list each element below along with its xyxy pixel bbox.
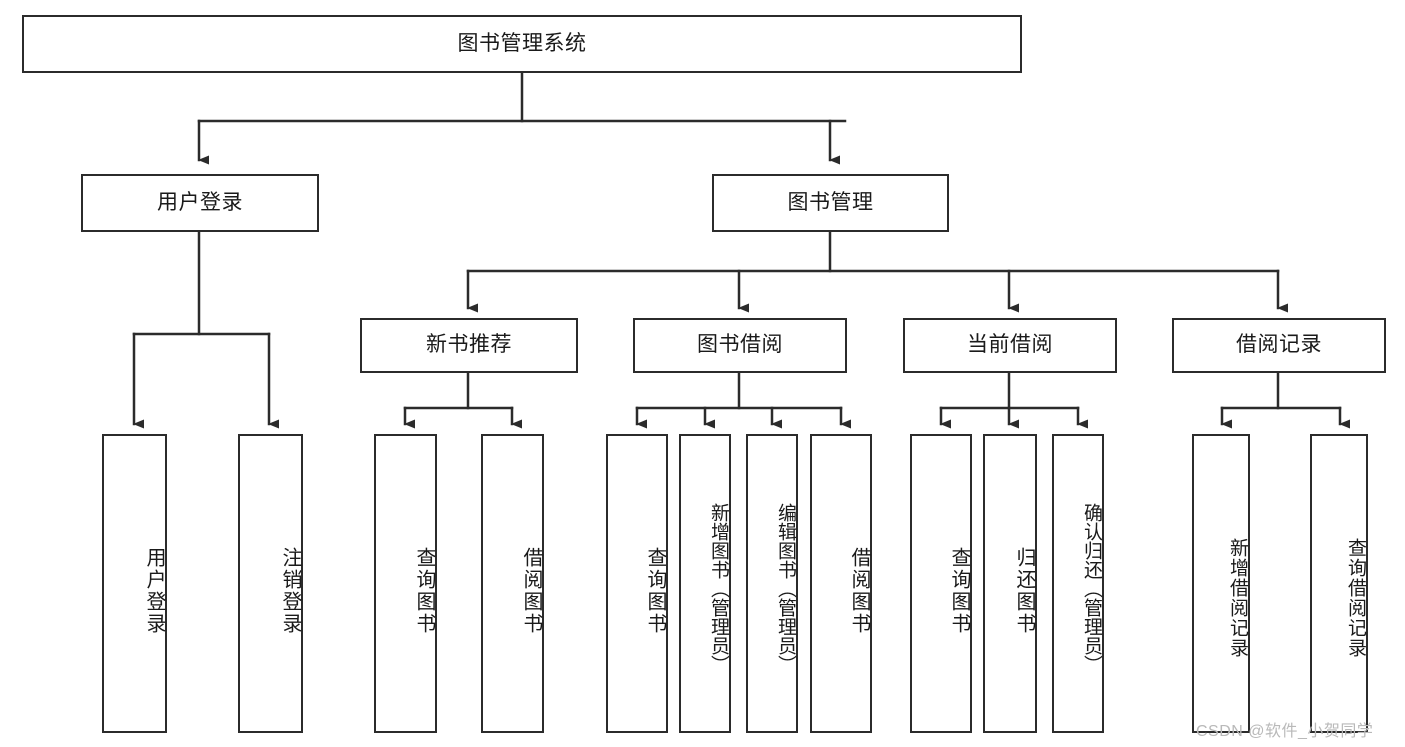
node-label: 借阅记录 xyxy=(1236,333,1322,357)
node-new-book-recommendation[interactable]: 新书推荐 xyxy=(360,318,578,373)
leaf-query-book-borrow[interactable]: 查询图书 xyxy=(606,434,668,733)
leaf-query-book-newbook[interactable]: 查询图书 xyxy=(374,434,437,733)
leaf-confirm-return-admin[interactable]: 确认归还（管理员） xyxy=(1052,434,1104,733)
node-label: 用户登录 xyxy=(157,190,243,214)
leaf-borrow-book-newbook[interactable]: 借阅图书 xyxy=(481,434,544,733)
node-label: 查询图书 xyxy=(948,546,970,635)
node-label: 图书借阅 xyxy=(697,333,783,357)
node-label: 新增图书（管理员） xyxy=(708,503,729,674)
node-root-book-management-system[interactable]: 图书管理系统 xyxy=(22,15,1022,73)
node-book-management[interactable]: 图书管理 xyxy=(712,174,949,232)
leaf-query-borrow-record[interactable]: 查询借阅记录 xyxy=(1310,434,1368,733)
node-borrowing-record[interactable]: 借阅记录 xyxy=(1172,318,1386,373)
csdn-watermark: CSDN @软件_小贺同学 xyxy=(1196,723,1374,740)
leaf-add-book-admin[interactable]: 新增图书（管理员） xyxy=(679,434,731,733)
node-label: 用户登录 xyxy=(143,546,165,635)
node-label: 图书管理系统 xyxy=(457,31,587,55)
node-book-borrowing[interactable]: 图书借阅 xyxy=(633,318,847,373)
node-label: 借阅图书 xyxy=(520,546,542,635)
node-label: 确认归还（管理员） xyxy=(1081,503,1102,674)
node-label: 新增借阅记录 xyxy=(1227,537,1248,658)
leaf-user-login[interactable]: 用户登录 xyxy=(102,434,167,733)
node-label: 新书推荐 xyxy=(426,333,512,357)
leaf-logout[interactable]: 注销登录 xyxy=(238,434,303,733)
leaf-query-book-current[interactable]: 查询图书 xyxy=(910,434,972,733)
leaf-borrow-book-borrow[interactable]: 借阅图书 xyxy=(810,434,872,733)
node-user-login[interactable]: 用户登录 xyxy=(81,174,319,232)
leaf-return-book[interactable]: 归还图书 xyxy=(983,434,1037,733)
node-current-borrowing[interactable]: 当前借阅 xyxy=(903,318,1117,373)
node-label: 查询图书 xyxy=(644,546,666,635)
node-label: 注销登录 xyxy=(279,546,301,635)
leaf-add-borrow-record[interactable]: 新增借阅记录 xyxy=(1192,434,1250,733)
leaf-edit-book-admin[interactable]: 编辑图书（管理员） xyxy=(746,434,798,733)
node-label: 当前借阅 xyxy=(967,333,1053,357)
node-label: 查询借阅记录 xyxy=(1345,537,1366,658)
node-label: 图书管理 xyxy=(787,190,874,214)
node-label: 查询图书 xyxy=(413,546,435,635)
node-label: 归还图书 xyxy=(1013,546,1035,635)
node-label: 编辑图书（管理员） xyxy=(775,503,796,674)
node-label: 借阅图书 xyxy=(848,546,870,635)
